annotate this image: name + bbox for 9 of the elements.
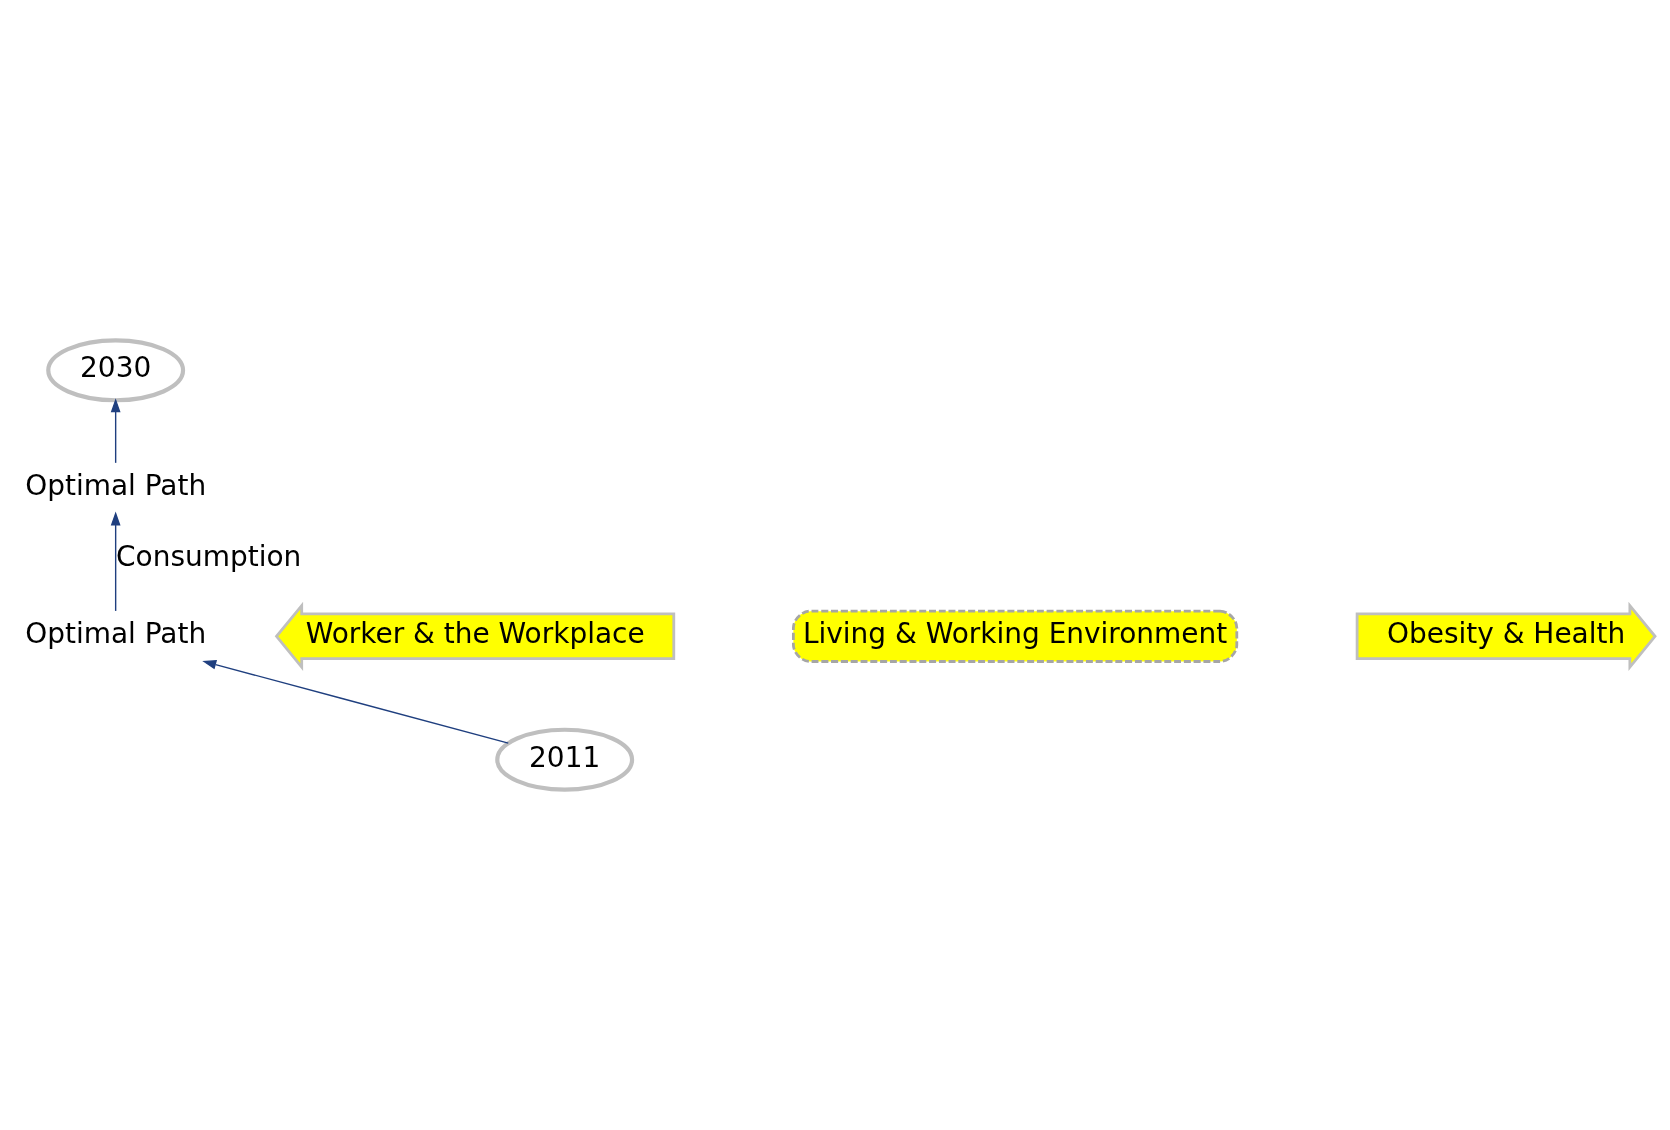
node-text: Optimal Path xyxy=(25,469,207,503)
arrow xyxy=(110,398,121,464)
arrow xyxy=(110,511,121,612)
node-text: Optimal Path xyxy=(25,617,207,651)
edge-label: Consumption xyxy=(116,540,302,574)
node-ellipse: 2030 xyxy=(46,338,186,403)
node-box: Living & Working Environment xyxy=(792,609,1239,663)
arrow xyxy=(202,659,509,744)
node-ellipse: 2011 xyxy=(495,727,635,792)
